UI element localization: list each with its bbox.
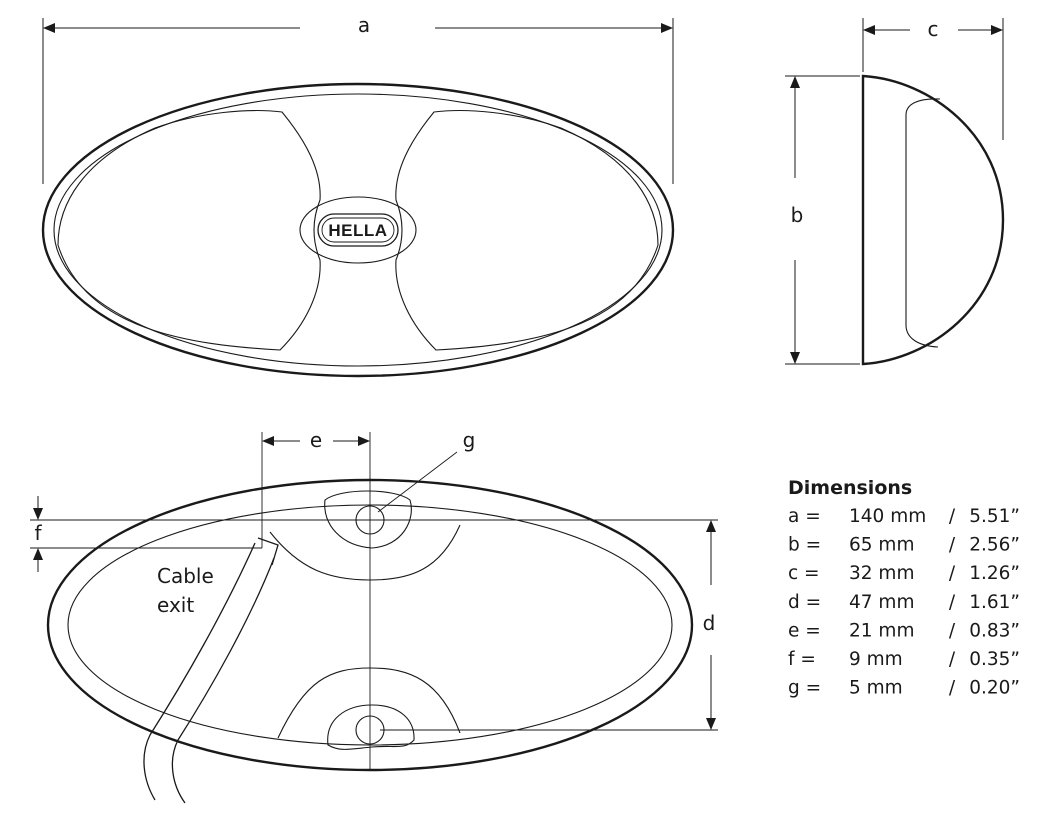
dimension-row-mm: 5 mm bbox=[849, 678, 903, 699]
dimension-row-key: e = bbox=[788, 620, 821, 641]
dimension-row-inch: 0.35” bbox=[969, 649, 1020, 670]
dimension-b bbox=[785, 75, 860, 365]
dimension-row-sep: / bbox=[949, 592, 956, 613]
label-f: f bbox=[34, 521, 42, 545]
reference-lines bbox=[30, 432, 718, 770]
cable-exit-label-line1: Cable bbox=[157, 564, 214, 588]
dimension-row-sep: / bbox=[949, 678, 956, 699]
dimensions-title: Dimensions bbox=[788, 477, 912, 499]
logo-badge-inner bbox=[321, 217, 395, 243]
dimension-row-sep: / bbox=[949, 506, 956, 527]
dimension-row-inch: 5.51” bbox=[969, 506, 1020, 527]
label-g: g bbox=[463, 428, 476, 452]
dimension-row-key: c = bbox=[788, 563, 820, 584]
lower-mounting-boss bbox=[327, 704, 415, 750]
cable-exit-label-line2: exit bbox=[157, 593, 194, 617]
dimension-row-inch: 0.83” bbox=[969, 620, 1020, 641]
dimensions-table: Dimensions a = 140 mm / 5.51” b = 65 mm / 2.56”… bbox=[788, 477, 1020, 699]
dimension-row-sep: / bbox=[949, 563, 956, 584]
dimension-row-mm: 65 mm bbox=[849, 535, 914, 556]
dim-g-leader bbox=[377, 451, 458, 513]
dimension-row-mm: 140 mm bbox=[849, 506, 926, 527]
dimension-row-key: g = bbox=[788, 678, 821, 699]
top-view bbox=[41, 82, 675, 378]
dimension-row-key: a = bbox=[788, 506, 821, 527]
dimension-row-mm: 21 mm bbox=[849, 620, 914, 641]
label-a: a bbox=[358, 13, 370, 37]
side-view-outer bbox=[861, 74, 1005, 366]
dimension-row-sep: / bbox=[949, 649, 956, 670]
dimension-row-inch: 2.56” bbox=[969, 535, 1020, 556]
top-view-outer-housing bbox=[41, 82, 675, 378]
dimension-row-mm: 47 mm bbox=[849, 592, 914, 613]
dimension-row-mm: 32 mm bbox=[849, 563, 914, 584]
cable-exit-bend bbox=[257, 537, 279, 566]
side-view bbox=[861, 74, 1005, 366]
label-d: d bbox=[703, 611, 716, 635]
dimension-row-mm: 9 mm bbox=[849, 649, 903, 670]
label-c: c bbox=[928, 17, 939, 41]
dimension-row-sep: / bbox=[949, 535, 956, 556]
logo-housing bbox=[299, 196, 417, 264]
top-view-left-lens bbox=[57, 110, 321, 351]
top-view-right-lens bbox=[395, 110, 659, 351]
upper-mounting-boss bbox=[324, 490, 412, 549]
dimensions-rows: a = 140 mm / 5.51” b = 65 mm / 2.56” c = 32 mm / 1.… bbox=[788, 506, 1020, 699]
dimension-row-inch: 1.61” bbox=[969, 592, 1020, 613]
top-view-inner-rim bbox=[53, 93, 663, 367]
side-view-lens bbox=[905, 98, 941, 348]
dimension-row-key: f = bbox=[788, 649, 816, 670]
dimension-row-inch: 0.20” bbox=[969, 678, 1020, 699]
dimension-row-key: b = bbox=[788, 535, 821, 556]
dimension-row-key: d = bbox=[788, 592, 821, 613]
cable bbox=[143, 542, 275, 804]
brand-logo-text: HELLA bbox=[328, 221, 387, 240]
bottom-view-lower-lobe bbox=[277, 667, 461, 739]
dimension-c bbox=[862, 18, 1004, 140]
logo-badge bbox=[317, 213, 399, 247]
dimension-a bbox=[42, 18, 674, 184]
dimension-row-inch: 1.26” bbox=[969, 563, 1020, 584]
label-b: b bbox=[791, 203, 804, 227]
dimension-row-sep: / bbox=[949, 620, 956, 641]
label-e: e bbox=[310, 428, 322, 452]
